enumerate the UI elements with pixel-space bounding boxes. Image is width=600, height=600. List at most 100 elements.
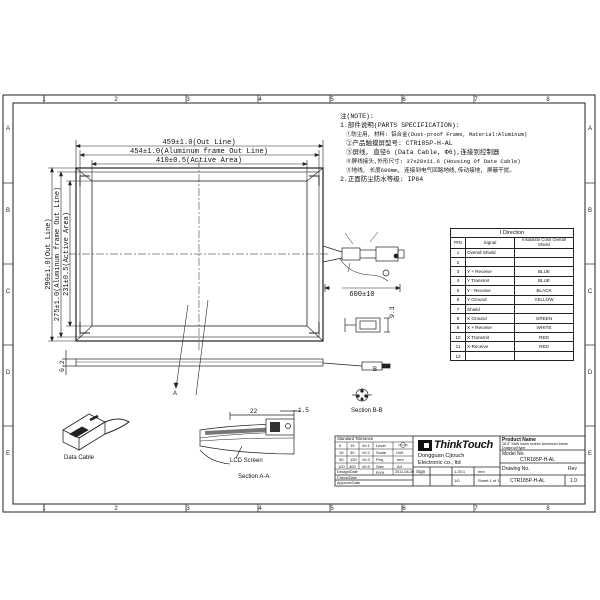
- pin-cell: 5: [450, 285, 466, 296]
- col-label: 8: [546, 97, 550, 103]
- dim-section-22: 22: [250, 408, 258, 415]
- dim-side-thickness: 6.2: [59, 360, 66, 372]
- touch-panel-front-view: [68, 160, 330, 350]
- row-label: B: [6, 208, 10, 214]
- color-cell: [514, 303, 574, 315]
- signal-header: Signal: [465, 237, 515, 249]
- col-label: 2: [114, 97, 118, 103]
- notes-title: 注(NOTE):: [340, 113, 374, 120]
- row-label: D: [6, 370, 11, 376]
- dim-connector-height: 9.3: [389, 306, 396, 318]
- color-header: Insulation Color Overall Shield: [514, 237, 574, 249]
- section-bb-label: Section B-B: [351, 408, 383, 414]
- section-aa-detail: [199, 410, 300, 465]
- section-aa-label: Section A-A: [238, 474, 269, 480]
- tolerance-cell: Proj.: [376, 457, 385, 462]
- col-label: 3: [186, 97, 190, 103]
- tolerance-cell: ±0.2: [362, 450, 370, 455]
- color-cell: [514, 247, 574, 258]
- tolerance-grid: [335, 441, 413, 475]
- color-cell: BLUE: [514, 275, 574, 287]
- vertical-dimensions: [48, 167, 92, 342]
- tolerance-cell: ±0.3: [362, 457, 370, 462]
- sheet-number: Sheet 1 of 1: [478, 478, 500, 483]
- revision-number: 1.0: [570, 478, 577, 484]
- notes-line: ③屏线, 直径6 (Data Cable, Φ6),连接到控制器: [346, 149, 500, 156]
- color-cell: RED: [514, 341, 574, 352]
- tolerance-cell: mm: [397, 457, 404, 462]
- product-name-label: Product Name: [502, 437, 536, 443]
- col-label: 3: [186, 506, 190, 512]
- signal-cell: X + Receive: [465, 322, 515, 334]
- table-row: 12: [450, 350, 574, 362]
- pin-cell: 2: [450, 256, 466, 268]
- model-label: Model No.: [502, 451, 525, 457]
- notes-line: ⑤地线, 长度600mm, 连接到电气回路地线,传动接地, 屏蔽干扰。: [346, 167, 515, 174]
- section-cut-line: [173, 299, 209, 396]
- tolerance-cell: 10: [350, 443, 355, 448]
- col-label: 5: [330, 97, 334, 103]
- row-label: D: [588, 370, 593, 376]
- col-label: 2: [114, 506, 118, 512]
- tolerance-cell: ±0.5: [362, 464, 370, 469]
- signal-cell: Y Ground: [465, 294, 515, 305]
- pin-assignment-table: I Direction PIN Signal Insulation Color …: [450, 227, 574, 362]
- pin-cell: 6: [450, 294, 466, 305]
- dim-active-width: 410±0.5(Active Area): [156, 157, 242, 165]
- col-label: 4: [258, 97, 262, 103]
- dim-out-line-width: 459±1.0(Out Line): [162, 139, 235, 147]
- row-label: C: [588, 289, 593, 295]
- scale-value: 1.25:1: [454, 469, 466, 474]
- row-label: A: [6, 126, 10, 132]
- table-row: 2: [450, 256, 574, 268]
- unit-value: mm: [478, 469, 485, 474]
- signal-cell: Y - Receive: [465, 285, 515, 296]
- color-cell: WHITE: [514, 322, 574, 334]
- data-cable-plug: [62, 413, 130, 451]
- rev-label: Rev: [568, 466, 577, 472]
- col-label: 6: [402, 506, 406, 512]
- color-cell: RED: [514, 332, 574, 343]
- pin-cell: 9: [450, 322, 466, 334]
- pin-cell: 11: [450, 341, 466, 352]
- product-name: 18.5" SAW touch screen Aluminum frame Du…: [502, 442, 568, 450]
- color-cell: YELLOW: [514, 294, 574, 305]
- pin-table-title: I Direction: [450, 227, 574, 239]
- signal-cell: X Transmit: [465, 332, 515, 343]
- pin-cell: 8: [450, 313, 466, 324]
- col-label: 8: [546, 506, 550, 512]
- connector-end-view: [344, 317, 390, 333]
- tolerance-cell: 0: [339, 443, 342, 448]
- col-label: 1: [42, 506, 46, 512]
- col-label: 1: [42, 97, 46, 103]
- notes-line: ②产品触摸屏型号: CTR185P-H-AL: [346, 140, 453, 147]
- color-cell: [514, 350, 574, 362]
- inner-border: [12, 102, 586, 505]
- company-logo-icon: [418, 440, 432, 451]
- color-cell: [514, 256, 574, 268]
- drawn-by: RYH: [376, 470, 385, 475]
- tolerance-cell: 400: [349, 464, 356, 469]
- tolerance-cell: Unit: [396, 450, 404, 455]
- designed-label: Design/Date: [337, 470, 358, 474]
- tolerance-cell: 120: [350, 457, 357, 462]
- col-label: 7: [474, 97, 478, 103]
- company-name-en: Electronic co., ltd: [418, 460, 461, 466]
- tolerance-cell: A4: [397, 464, 402, 469]
- pin-cell: 3: [450, 266, 466, 277]
- signal-cell: Shield: [465, 303, 515, 315]
- color-cell: BLUE: [514, 266, 574, 277]
- pin-cell: 7: [450, 303, 466, 315]
- signal-cell: Y Transmit: [465, 275, 515, 287]
- dim-frame-width: 454±1.0(Aluminum frame Out Line): [130, 148, 268, 156]
- row-label: E: [6, 451, 10, 457]
- signal-cell: X Ground: [465, 313, 515, 324]
- company-logo: ThinkTouch: [434, 439, 493, 451]
